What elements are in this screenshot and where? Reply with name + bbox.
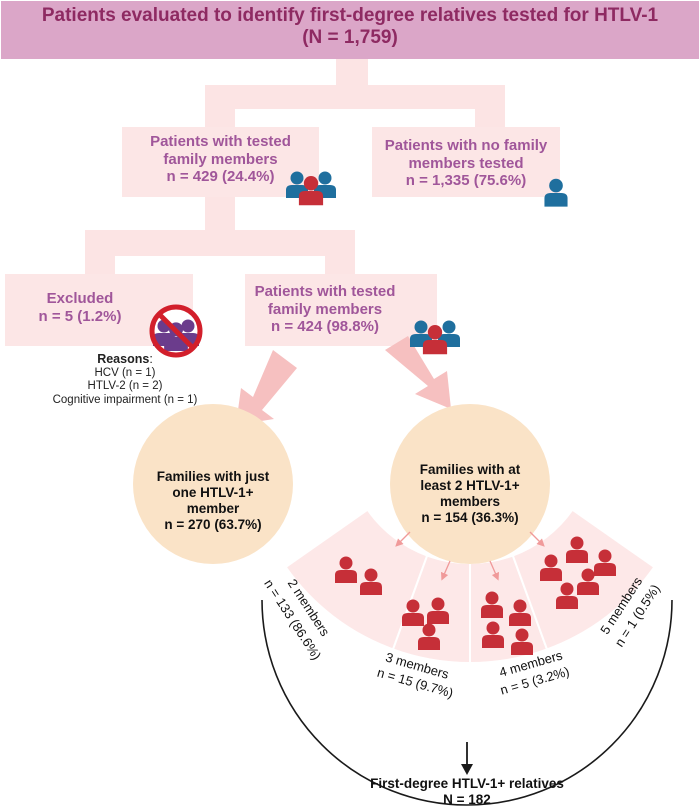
bracket-arc [261,599,673,806]
connector-top [205,59,505,127]
families-multi-line-1: Families with at [419,462,521,477]
not-tested-count: n = 1,335 (75.6%) [405,172,527,190]
excluded-line-1: Excluded [46,290,114,307]
reasons-heading: Reasons: [97,352,153,366]
family-icon [410,320,460,355]
tested2-box-bg [245,274,437,346]
circle-one-member [133,404,293,564]
tested2-count: n = 424 (98.8%) [271,318,379,336]
families-multi-line-2: least 2 HTLV-1+ [420,477,520,493]
tested-family-box: Patients with tested family members n = … [122,133,319,186]
tested-box-bg [122,127,319,197]
reason-item: HCV (n = 1) [94,366,156,379]
title-line-1: Patients evaluated to identify first-deg… [41,5,659,26]
small-arrows [395,531,545,581]
tested-count: n = 429 (24.4%) [166,168,275,186]
excluded-count: n = 5 (1.2%) [38,307,122,325]
families-one-line-3: member [186,500,240,516]
arrow-right [385,336,451,409]
result-box: First-degree HTLV-1+ relatives N = 182 [317,776,617,808]
result-total: N = 182 [443,791,491,807]
connector-middle [85,197,355,274]
result-arrow-head [461,764,473,775]
families-one-count: n = 270 (63.7%) [164,516,262,532]
no-group-icon [149,304,203,358]
exclusion-reasons: Reasons: HCV (n = 1) HTLV-2 (n = 2) Cogn… [5,352,245,407]
title-line-2: (N = 1,759) [302,27,398,49]
families-multi-line-3: members [439,493,501,509]
reason-item: Cognitive impairment (n = 1) [52,393,198,406]
circle-multi-member [390,404,550,564]
not-tested-line-2: members tested [408,154,524,172]
result-line-1: First-degree HTLV-1+ relatives [370,776,564,791]
tested2-line-2: family members [267,300,383,318]
excluded-box: Excluded n = 5 (1.2%) [5,290,155,325]
tested2-box: Patients with tested family members n = … [245,283,405,336]
arrow-left [236,350,297,425]
not-tested-box-bg [372,127,560,197]
not-tested-box: Patients with no family members tested n… [372,137,560,190]
tested-line-1: Patients with tested [150,133,291,150]
diagram-title: Patients evaluated to identify first-deg… [0,5,700,50]
families-multi-member: Families with at least 2 HTLV-1+ members… [400,462,540,526]
reason-item: HTLV-2 (n = 2) [87,380,163,393]
families-multi-count: n = 154 (36.3%) [421,509,519,525]
not-tested-line-1: Patients with no family [384,137,548,154]
tested-line-2: family members [163,150,278,168]
tested2-line-1: Patients with tested [254,283,396,300]
families-one-line-2: one HTLV-1+ [172,484,254,500]
families-one-line-1: Families with just [156,469,270,484]
families-one-member: Families with just one HTLV-1+ member n … [143,469,283,533]
title-box [1,1,699,59]
